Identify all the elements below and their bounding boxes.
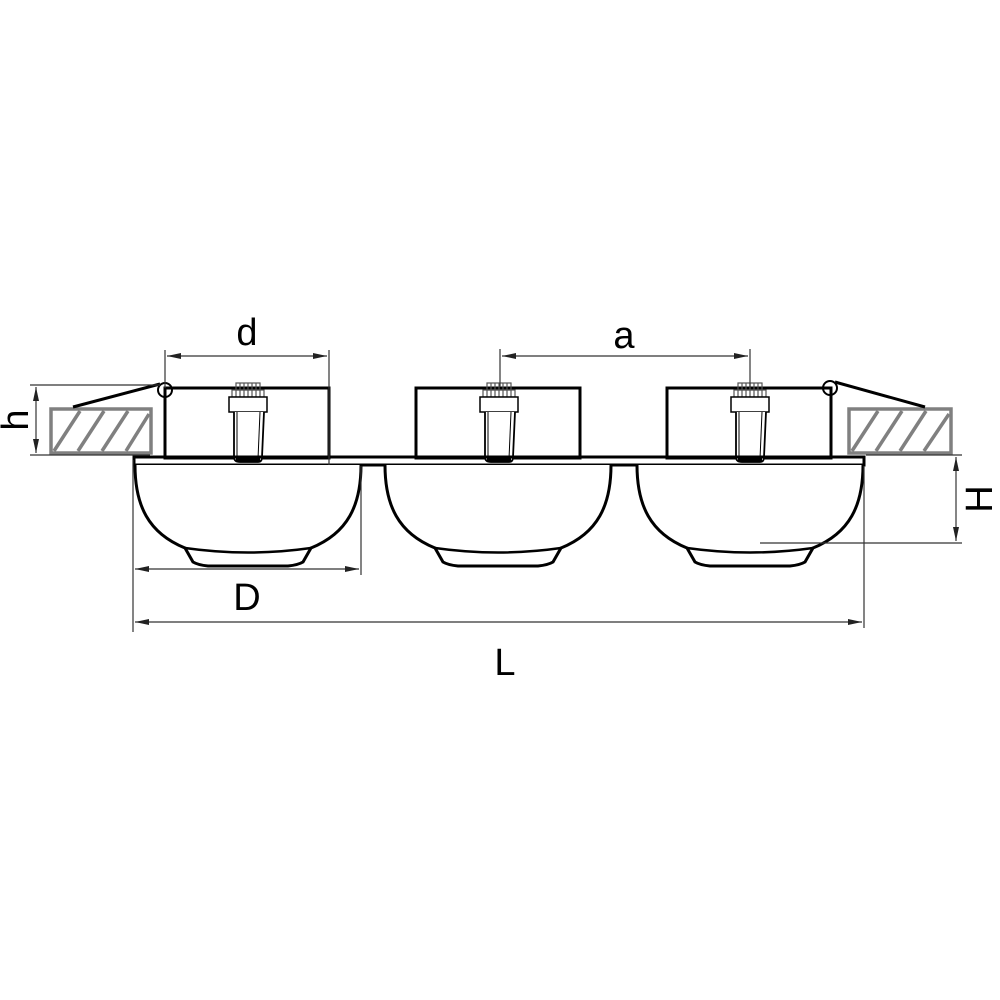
dim-label-h: h [0, 409, 37, 430]
dim-label-L: L [494, 642, 515, 684]
ceiling-section-right [847, 407, 953, 455]
dim-label-D: D [233, 577, 260, 619]
ceiling-section-left [49, 407, 153, 455]
dimension-D: D [132, 460, 362, 632]
dimension-H: H [760, 454, 1000, 544]
lamp-bowl-3 [635, 463, 865, 568]
dimension-a: a [499, 315, 751, 387]
lampholder-3 [729, 381, 771, 464]
lampholder-1 [227, 381, 269, 464]
lamp-bowl-2 [383, 463, 613, 568]
dim-label-d: d [236, 312, 257, 354]
spring-clip-left [72, 382, 173, 409]
lamp-bowl-1 [133, 463, 363, 568]
lampholder-2 [478, 381, 520, 464]
dimension-d: d [164, 312, 330, 465]
dim-label-H: H [959, 485, 1000, 512]
dimension-L: L [135, 466, 865, 684]
spring-clip-right [822, 380, 926, 409]
dim-label-a: a [613, 315, 635, 357]
dimension-h: h [0, 384, 160, 456]
